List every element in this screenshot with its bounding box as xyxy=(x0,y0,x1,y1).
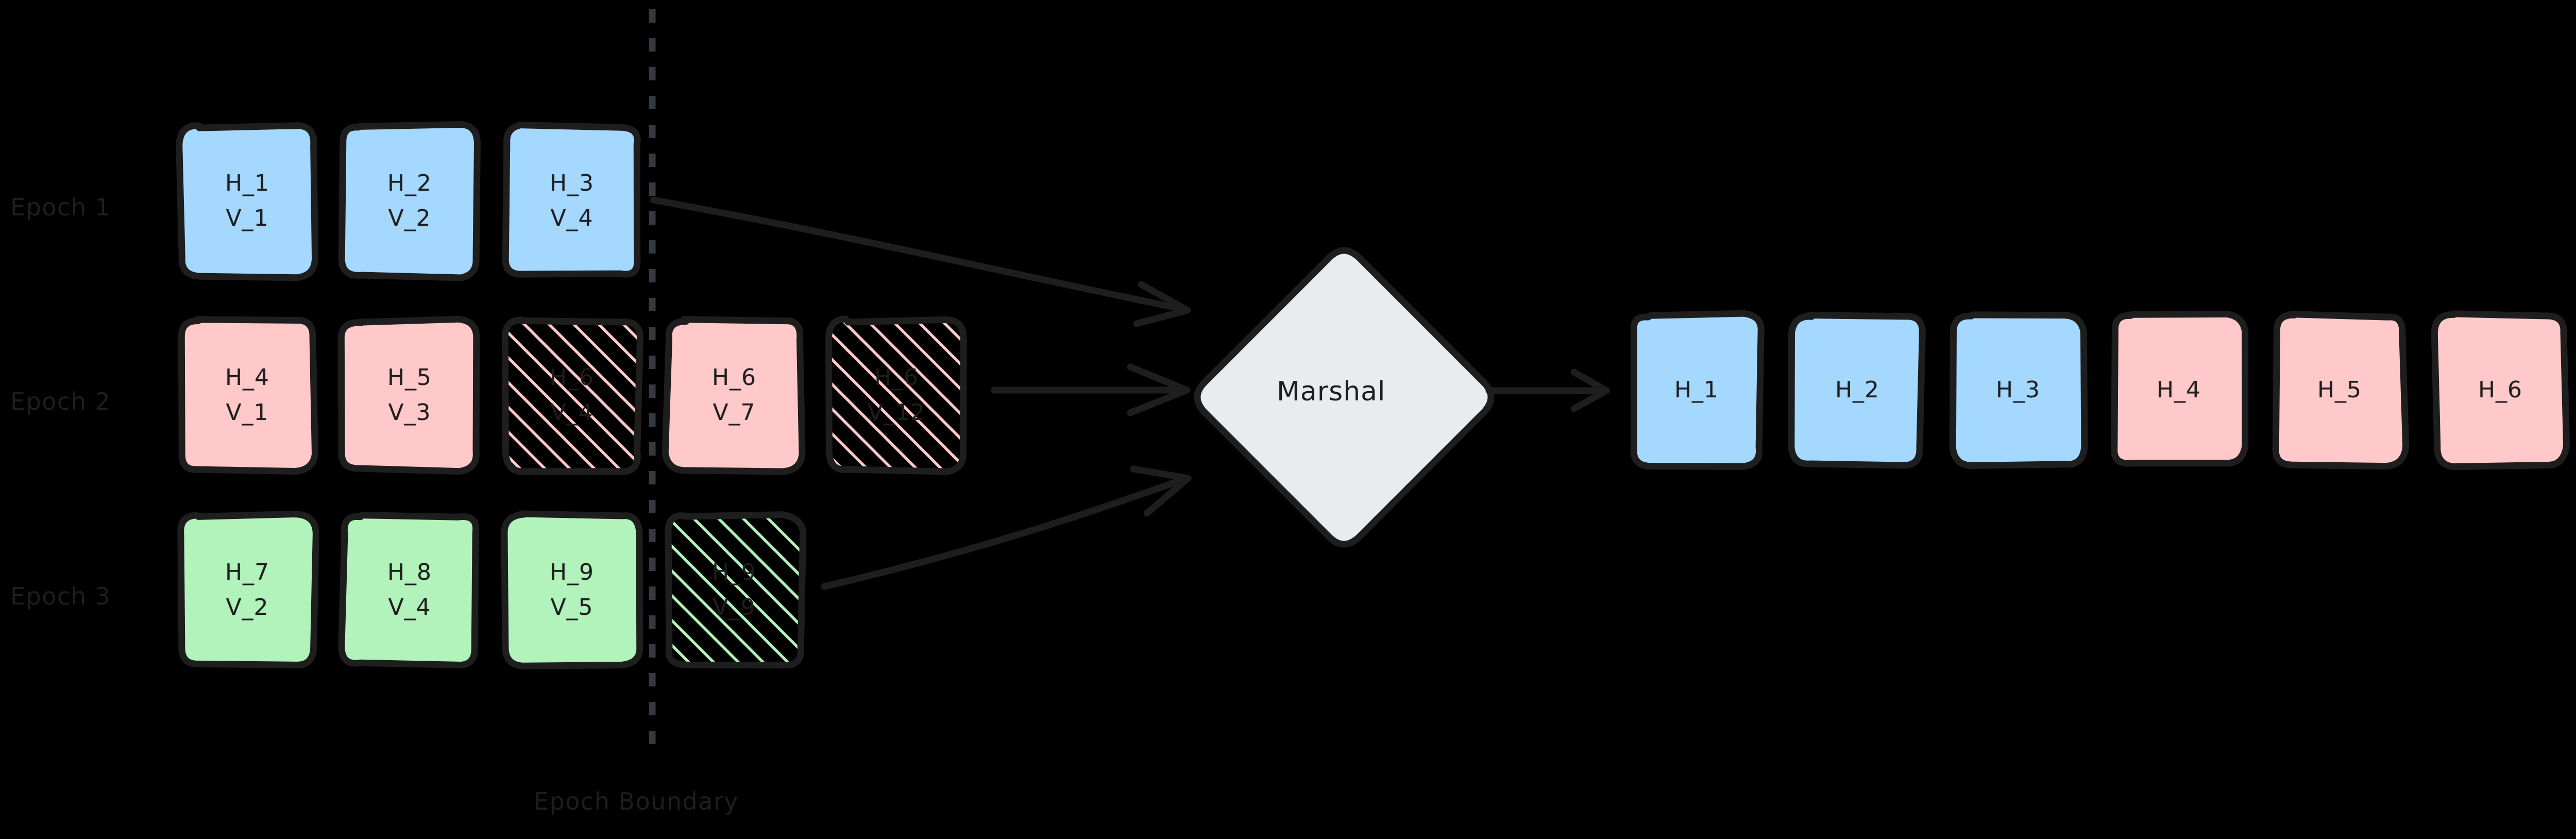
epoch-label-2: Epoch 2 xyxy=(10,388,111,415)
epoch-1-node-3-box[interactable] xyxy=(502,121,641,278)
epoch-2-node-5-discarded-hash: H_6 xyxy=(874,364,919,391)
epoch-1-node-2-box[interactable] xyxy=(338,121,481,281)
arrow-epoch3-to-marshal xyxy=(821,465,1192,590)
node-boxes-layer xyxy=(176,121,2570,669)
epoch-2-node-1-box[interactable] xyxy=(178,316,319,475)
output-node-6-box[interactable] xyxy=(2431,310,2570,471)
epoch-1-node-1-version: V_1 xyxy=(226,205,269,231)
epoch-3-node-2-hash: H_8 xyxy=(387,559,432,585)
epoch-3-node-3-hash: H_9 xyxy=(549,559,595,585)
output-node-4-box[interactable] xyxy=(2111,310,2249,467)
output-node-6[interactable]: H_6 xyxy=(2436,315,2565,465)
epoch-2-node-4-box[interactable] xyxy=(662,316,806,475)
epoch-2-node-2-version: V_3 xyxy=(388,399,431,426)
epoch-3-node-4-discarded-box[interactable] xyxy=(665,511,807,669)
output-node-3-hash: H_3 xyxy=(1995,376,2041,403)
output-node-1-hash: H_1 xyxy=(1674,376,1719,403)
epoch-1-node-3-version: V_4 xyxy=(550,205,594,231)
epoch-boundary-label: Epoch Boundary xyxy=(534,787,739,815)
epoch-1-node-2-hash: H_2 xyxy=(387,170,432,196)
epoch-3-node-1-hash: H_7 xyxy=(225,559,270,585)
epoch-1-node-1-hash: H_1 xyxy=(225,170,270,196)
output-node-6-text: H_6 xyxy=(2478,373,2522,408)
epoch-2-node-5-discarded-version: V_12 xyxy=(867,399,926,426)
epoch-2-node-3-discarded-hash: H_6 xyxy=(549,364,595,391)
epoch-1-node-3-hash: H_3 xyxy=(549,170,595,196)
epoch-3-node-3-version: V_5 xyxy=(550,594,594,620)
output-node-4[interactable]: H_4 xyxy=(2114,315,2243,465)
epoch-2-node-3-discarded-box[interactable] xyxy=(501,316,644,475)
epoch-3-node-2-box[interactable] xyxy=(338,512,480,668)
epoch-2-node-4-hash: H_6 xyxy=(711,364,757,391)
output-node-4-text: H_4 xyxy=(2157,373,2201,408)
output-node-5-box[interactable] xyxy=(2272,311,2410,470)
output-node-2[interactable]: H_2 xyxy=(1793,315,1922,465)
epoch-2-node-1-hash: H_4 xyxy=(225,364,270,391)
output-node-2-text: H_2 xyxy=(1835,373,1879,408)
epoch-2-node-4-version: V_7 xyxy=(713,399,756,426)
output-node-3[interactable]: H_3 xyxy=(1954,315,2082,465)
marshal-label: Marshal xyxy=(1277,376,1386,407)
epoch-1-node-2-version: V_2 xyxy=(388,205,431,231)
output-node-6-hash: H_6 xyxy=(2478,376,2523,403)
output-node-1[interactable]: H_1 xyxy=(1632,315,1761,465)
epoch-3-node-3-box[interactable] xyxy=(501,510,643,669)
output-node-1-box[interactable] xyxy=(1630,310,1765,470)
epoch-label-1: Epoch 1 xyxy=(10,193,111,221)
epoch-2-node-2-box[interactable] xyxy=(337,315,480,475)
output-node-5[interactable]: H_5 xyxy=(2275,315,2404,465)
epoch-1-node-1-box[interactable] xyxy=(176,122,319,281)
epoch-2-node-1-version: V_1 xyxy=(226,399,269,426)
arrow-marshal-to-output xyxy=(1485,368,1610,412)
output-node-2-hash: H_2 xyxy=(1835,376,1880,403)
output-node-3-box[interactable] xyxy=(1949,311,2088,469)
output-node-1-text: H_1 xyxy=(1674,373,1719,408)
marshal-node[interactable] xyxy=(1194,247,1495,548)
output-node-3-text: H_3 xyxy=(1996,373,2040,408)
epoch-label-3: Epoch 3 xyxy=(10,582,111,610)
output-node-2-box[interactable] xyxy=(1788,312,1926,469)
epoch-3-node-2-version: V_4 xyxy=(388,594,431,620)
output-node-4-hash: H_4 xyxy=(2156,376,2201,403)
arrow-epoch2-to-marshal xyxy=(991,363,1191,416)
epoch-2-node-3-discarded-version: V_4 xyxy=(550,399,594,426)
epoch-3-node-4-discarded-hash: H_9 xyxy=(711,559,757,585)
output-node-5-hash: H_5 xyxy=(2317,376,2362,403)
epoch-3-node-1-box[interactable] xyxy=(177,510,319,668)
arrow-epoch1-to-marshal xyxy=(650,196,1191,327)
epoch-2-node-2-hash: H_5 xyxy=(387,364,432,391)
epoch-3-node-1-version: V_2 xyxy=(226,594,269,620)
epoch-3-node-4-discarded-version: V_9 xyxy=(713,594,756,620)
epoch-2-node-5-discarded-box[interactable] xyxy=(825,315,967,475)
output-node-5-text: H_5 xyxy=(2317,373,2362,408)
